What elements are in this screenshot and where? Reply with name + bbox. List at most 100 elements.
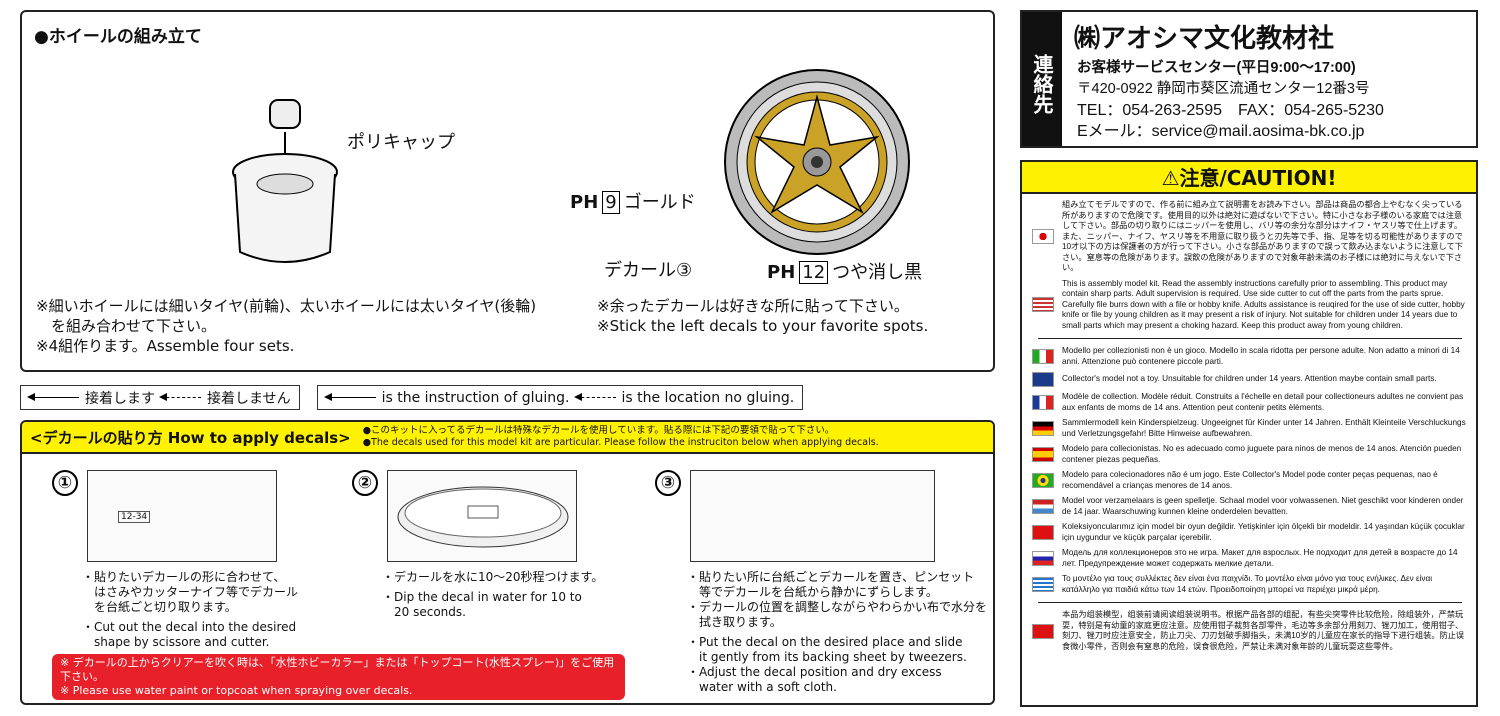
text-line: ・デカールの位置を調整しながらやわらかい布で水分を	[687, 600, 988, 614]
caution-text: Koleksiyoncularımız için model bir oyun …	[1062, 522, 1465, 542]
flag-cn-icon	[1032, 623, 1054, 639]
flag-us-icon	[1032, 297, 1054, 313]
text-line: it gently from its backing sheet by twee…	[687, 650, 967, 664]
info-jp: ●このキットに入ってるデカールは特殊なデカールを使用しています。貼る際には下記の…	[362, 425, 835, 436]
text-line: ・貼りたいデカールの形に合わせて、	[82, 570, 286, 584]
caution-text: This is assembly model kit. Read the ass…	[1062, 278, 1465, 330]
step2-text: ・デカールを水に10〜20秒程つけます。 ・Dip the decal in w…	[382, 570, 662, 620]
warn-jp: ※ デカールの上からクリアーを吹く時は、「水性ホビーカラー」または「トップコート…	[60, 656, 615, 683]
ph-mark: PH	[767, 262, 796, 283]
noglue-label: is the location no gluing.	[621, 389, 795, 406]
decal-header: <デカールの貼り方 How to apply decals> ●このキットに入っ…	[22, 422, 993, 454]
flag-ru-icon	[1032, 551, 1054, 566]
note-line: ※4組作ります。Assemble four sets.	[36, 337, 295, 355]
text-line: shape by scissore and cutter.	[82, 635, 270, 649]
email-link[interactable]: Eメール：service@mail.aosima-bk.co.jp	[1077, 123, 1365, 140]
noglue-label: 接着しません	[207, 390, 291, 407]
glue-legends: 接着します 接着しません is the instruction of gluin…	[20, 385, 804, 410]
contact-details: お客様サービスセンター(平日9:00〜17:00) 〒420-0922 静岡市葵…	[1077, 58, 1384, 142]
decal-title: <デカールの貼り方 How to apply decals>	[30, 428, 351, 447]
flag-gr-icon	[1032, 577, 1054, 592]
wheel-illustration	[724, 69, 910, 255]
flag-es-icon	[1032, 447, 1054, 462]
decal-instructions-panel: <デカールの貼り方 How to apply decals> ●このキットに入っ…	[20, 420, 995, 705]
note-line: を組み合わせて下さい。	[36, 317, 217, 335]
caution-item-cn: 本品为组装模型，组装前请阅读组装说明书。根据产品各部的组配，有些尖突零件比较危险…	[1032, 610, 1468, 652]
text-line: はさみやカッターナイフ等でデカール	[82, 585, 299, 599]
decal-callout: デカール③	[604, 260, 693, 281]
flag-nl-icon	[1032, 499, 1054, 514]
caution-panel: ⚠注意/CAUTION! 組み立てモデルですので、作る前に組み立て説明書をお読み…	[1020, 160, 1478, 707]
caution-text: Modelo para collecionistas. No es adecua…	[1062, 444, 1462, 464]
solid-arrow-icon	[323, 393, 376, 401]
note-left: ※細いホイールには細いタイヤ(前輪)、太いホイールには太いタイヤ(後輪) を組み…	[36, 296, 584, 356]
text-line: を台紙ごと切り取ります。	[82, 600, 237, 614]
glue-legend-jp: 接着します 接着しません	[20, 385, 300, 410]
caution-text: Modello per collezionisti non è un gioco…	[1062, 346, 1460, 366]
company-name: ㈱アオシマ文化教材社	[1074, 24, 1335, 54]
glue-legend-en: is the instruction of gluing. is the loc…	[316, 385, 804, 410]
spray-warning: ※ デカールの上からクリアーを吹く時は、「水性ホビーカラー」または「トップコート…	[52, 654, 625, 700]
flag-jp-icon	[1032, 229, 1054, 245]
service-center: お客様サービスセンター(平日9:00〜17:00)	[1077, 60, 1356, 76]
divider	[1038, 602, 1462, 603]
dashed-arrow-icon	[159, 393, 201, 401]
flag-fr-icon	[1032, 395, 1054, 410]
caution-text: Modelo para colecionadores não é um jogo…	[1062, 470, 1438, 490]
polycap-label: ポリキャップ	[347, 132, 455, 153]
caution-text: 組み立てモデルですので、作る前に組み立て説明書をお読み下さい。部品は商品の都合上…	[1062, 200, 1463, 272]
step-number: ②	[352, 470, 378, 496]
step-number: ③	[655, 470, 681, 496]
text-line: ・デカールを水に10〜20秒程つけます。	[382, 570, 604, 584]
caution-text: Модель для коллекционеров это не игра. М…	[1062, 548, 1458, 568]
flag-br-icon	[1032, 473, 1054, 488]
glue-label: 接着します	[85, 390, 155, 407]
text-line: ・Put the decal on the desired place and …	[687, 635, 963, 649]
caution-item-ru: Модель для коллекционеров это не игра. М…	[1032, 548, 1468, 569]
section-title: ●ホイールの組み立て	[34, 27, 202, 47]
flag-de-icon	[1032, 421, 1054, 436]
text-line: water with a soft cloth.	[687, 680, 837, 694]
decal-info: ●このキットに入ってるデカールは特殊なデカールを使用しています。貼る際には下記の…	[363, 425, 985, 449]
text-line: ・Adjust the decal position and dry exces…	[687, 665, 942, 679]
text-line: ・貼りたい所に台紙ごとデカールを置き、ピンセット	[687, 570, 975, 584]
address: 〒420-0922 静岡市葵区流通センター12番3号	[1077, 81, 1370, 97]
caution-item-es: Modelo para collecionistas. No es adecua…	[1032, 444, 1468, 465]
phone-fax: TEL：054-263-2595 FAX：054-265-5230	[1077, 102, 1384, 119]
text-line: 等でデカールを台紙から静かにずらします。	[687, 585, 938, 599]
text-line: 20 seconds.	[382, 605, 466, 619]
caution-text: Sammlermodell kein Kinderspielzeug. Unge…	[1062, 418, 1466, 438]
text-line: ・Dip the decal in water for 10 to	[382, 590, 582, 604]
caution-text: Το μοντέλο για τους συλλέκτες δεν είναι …	[1062, 574, 1433, 594]
caution-text: 本品为组装模型，组装前请阅读组装说明书。根据产品各部的组配，有些尖突零件比较危险…	[1062, 610, 1465, 651]
caution-item-us: This is assembly model kit. Read the ass…	[1032, 279, 1468, 332]
caution-item-it: Modello per collezionisti non è un gioco…	[1032, 346, 1468, 367]
text-line: 拭き取ります。	[687, 615, 782, 629]
caution-item-fr: Modèle de collection. Modèle réduit. Con…	[1032, 392, 1468, 413]
divider	[1038, 338, 1462, 339]
contact-label: 連絡先	[1022, 12, 1062, 146]
flag-tr-icon	[1032, 525, 1054, 540]
dashed-arrow-icon	[573, 393, 616, 401]
warn-en: ※ Please use water paint or topcoat when…	[60, 684, 413, 697]
info-en: ●The decals used for this model kit are …	[362, 437, 879, 448]
note-line: ※余ったデカールは好きな所に貼って下さい。	[597, 297, 909, 315]
decal-sample: 12-34	[118, 511, 151, 523]
step1-text: ・貼りたいデカールの形に合わせて、 はさみやカッターナイフ等でデカール を台紙ご…	[82, 570, 362, 650]
step2-illustration	[387, 470, 577, 562]
caution-text: Model voor verzamelaars is geen spelletj…	[1062, 496, 1464, 516]
paint-code: 9	[602, 191, 620, 214]
caution-item-de: Sammlermodell kein Kinderspielzeug. Unge…	[1032, 418, 1468, 439]
note-right: ※余ったデカールは好きな所に貼って下さい。 ※Stick the left de…	[597, 296, 987, 336]
gold-label: ゴールド	[623, 192, 696, 213]
step1-illustration: 12-34	[87, 470, 277, 562]
caution-item-uk: Collector's model not a toy. Unsuitable …	[1032, 372, 1468, 387]
solid-arrow-icon	[27, 393, 79, 401]
caution-text: Collector's model not a toy. Unsuitable …	[1062, 374, 1437, 384]
note-line: ※Stick the left decals to your favorite …	[597, 317, 929, 335]
caution-text: Modèle de collection. Modèle réduit. Con…	[1062, 392, 1464, 412]
matt-label: つや消し黒	[832, 262, 923, 283]
